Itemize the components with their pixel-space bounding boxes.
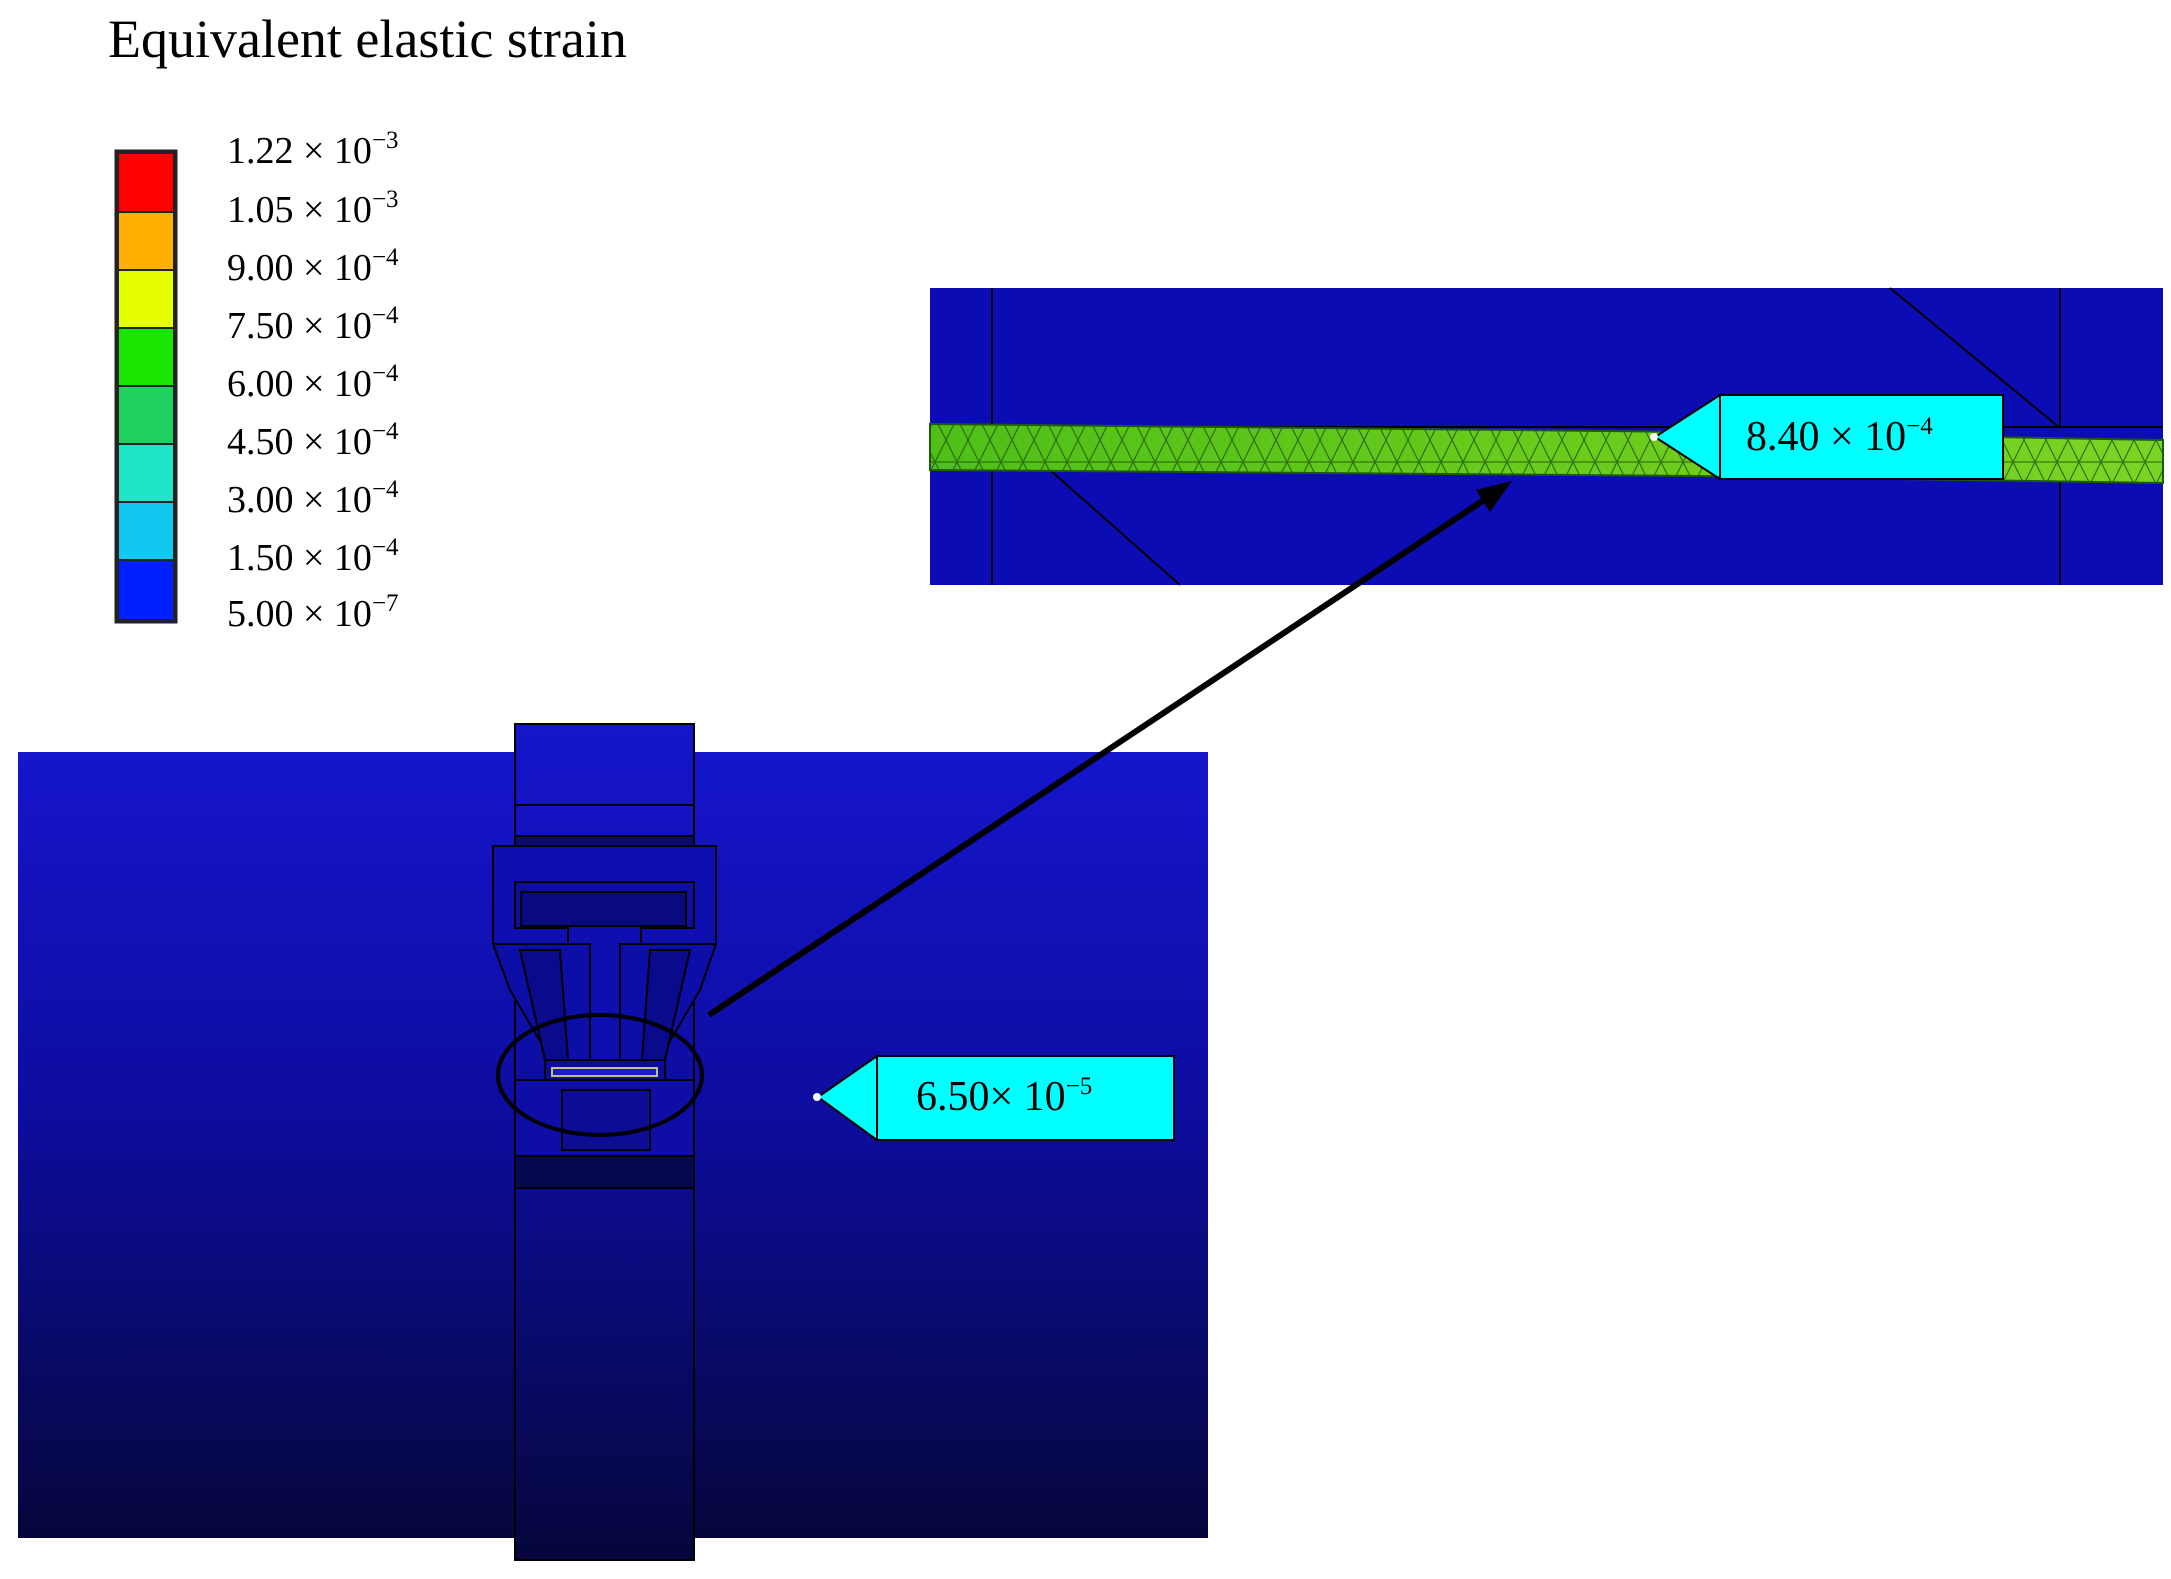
legend-swatch <box>117 327 175 387</box>
legend-swatch <box>117 152 175 213</box>
legend-swatch <box>117 211 175 271</box>
legend-label: 6.00 × 10−4 <box>227 360 399 405</box>
fe-model-view <box>18 723 1208 1561</box>
callout-max-label: 8.40 × 10−4 <box>1746 413 1933 460</box>
legend-label: 5.00 × 10−7 <box>227 590 399 635</box>
legend-label: 1.50 × 10−4 <box>227 534 399 579</box>
legend-swatch <box>117 385 175 445</box>
legend-swatch <box>117 559 175 621</box>
legend-label: 1.22 × 10−3 <box>227 127 399 172</box>
figure-title: Equivalent elastic strain <box>108 9 627 69</box>
legend-label: 7.50 × 10−4 <box>227 302 399 347</box>
zoom-detail-view <box>929 287 2164 586</box>
callout-min-label: 6.50× 10−5 <box>916 1073 1092 1120</box>
detail-ellipse <box>496 1013 704 1137</box>
legend-labels: 1.22 × 10−3 1.05 × 10−3 9.00 × 10−4 7.50… <box>227 127 399 635</box>
legend-swatch <box>117 443 175 503</box>
clamp-assembly <box>491 723 718 1561</box>
callout-max: 8.40 × 10−4 <box>1650 393 2004 481</box>
legend-label: 9.00 × 10−4 <box>227 244 399 289</box>
callout-min: 6.50× 10−5 <box>813 1054 1175 1142</box>
legend-label: 1.05 × 10−3 <box>227 186 399 231</box>
legend-swatch <box>117 501 175 561</box>
legend-swatch <box>117 269 175 329</box>
legend-label: 4.50 × 10−4 <box>227 418 399 463</box>
legend-colorbar <box>114 149 178 624</box>
zoom-arrow <box>707 481 1512 1018</box>
legend-label: 3.00 × 10−4 <box>227 476 399 521</box>
